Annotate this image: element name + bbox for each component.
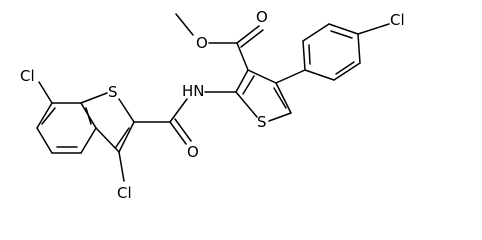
atom-label-o-ester: O xyxy=(196,34,208,52)
atom-labels: S Cl Cl O HN S O O Cl xyxy=(20,8,405,202)
atom-label-cl-phenyl: Cl xyxy=(390,11,405,29)
atom-label-s-thiophene: S xyxy=(257,113,267,131)
atom-label-s-benzothiophene: S xyxy=(108,83,118,101)
atom-label-cl-benzene: Cl xyxy=(20,67,35,85)
atom-label-o-amide: O xyxy=(187,143,199,161)
bond-skeleton xyxy=(36,13,390,182)
atom-label-nh: HN xyxy=(182,82,205,100)
atom-label-cl-thiophene: Cl xyxy=(117,184,132,202)
atom-label-o-carbonyl: O xyxy=(256,8,268,26)
